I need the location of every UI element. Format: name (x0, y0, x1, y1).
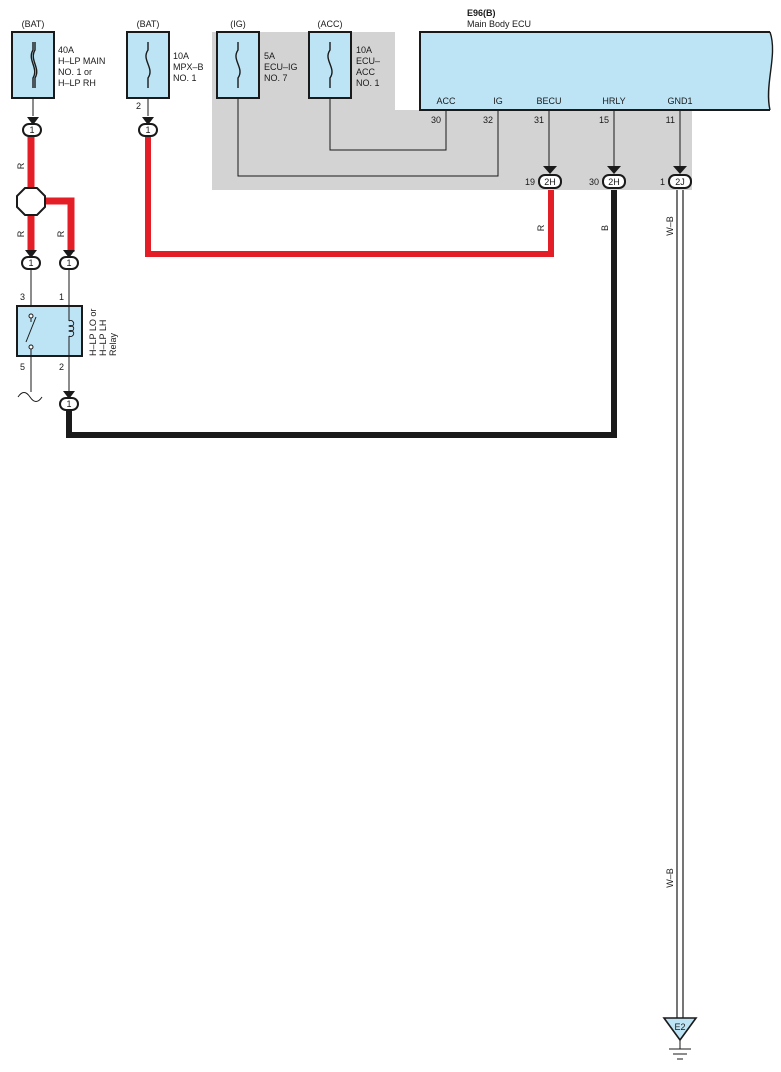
fuse-hlp-main-rating: 40A (58, 45, 74, 55)
relay-name-3: Relay (108, 332, 118, 356)
ecu-internal-wiring (237, 95, 681, 177)
wire-label-red: R (536, 224, 546, 231)
svg-text:19: 19 (525, 177, 535, 187)
fuse-mpx-b-name-2: NO. 1 (173, 73, 197, 83)
fuse-hlp-main-name-3: H–LP RH (58, 78, 96, 88)
junction-connectors (25, 117, 154, 399)
wire-label-white-black: W–B (665, 216, 675, 236)
svg-text:1: 1 (66, 258, 71, 268)
ecu-code: E96(B) (467, 8, 496, 18)
relay-name-2: H–LP LH (98, 320, 108, 356)
svg-text:2J: 2J (675, 177, 685, 187)
relay-pin-1: 1 (59, 292, 64, 302)
svg-text:2H: 2H (544, 177, 556, 187)
ecu-terminal-hrly: HRLY (602, 96, 625, 106)
svg-text:1: 1 (29, 125, 34, 135)
ecu-terminal-gnd1: GND1 (667, 96, 692, 106)
main-body-ecu: E96(B) Main Body ECU ACC IG BECU HRLY GN… (419, 8, 774, 125)
fuse-ecu-acc-source: (ACC) (318, 19, 343, 29)
ecu-pin-gnd1: 11 (666, 115, 675, 125)
relay-pin-2: 2 (59, 362, 64, 372)
junction-tab: 1 (138, 123, 158, 137)
fuse-ecu-acc-name-1: ECU– (356, 56, 380, 66)
fuse-mpx-b-source: (BAT) (137, 19, 160, 29)
svg-text:1: 1 (66, 399, 71, 409)
fuse-ecu-acc-name-2: ACC (356, 67, 376, 77)
black-wire (66, 190, 617, 438)
ground-e2: E2 (662, 1017, 698, 1060)
ecu-break-mark (767, 31, 774, 111)
relay-pin-3: 3 (20, 292, 25, 302)
fuse-ecu-acc: (ACC) 10A ECU– ACC NO. 1 (308, 19, 380, 99)
ecu-connector-hrly: 2H 30 (589, 174, 626, 189)
fuse-ecu-acc-name-3: NO. 1 (356, 78, 380, 88)
relay-name-1: H–LP LO or (88, 309, 98, 356)
junction-tab: 1 (22, 123, 42, 137)
fuse-ecu-acc-rating: 10A (356, 45, 372, 55)
fuse-ecu-ig-source: (IG) (230, 19, 246, 29)
ecu-name: Main Body ECU (467, 19, 531, 29)
junction-tab: 1 (59, 397, 79, 411)
ecu-terminal-acc: ACC (436, 96, 456, 106)
fuse-mpx-b: (BAT) 10A MPX–B NO. 1 2 (126, 19, 204, 111)
svg-text:1: 1 (145, 125, 150, 135)
ecu-body (419, 31, 770, 111)
wire-label-white-black: W–B (665, 868, 675, 888)
wire-label-red: R (16, 230, 26, 237)
junction-tab: 1 (59, 256, 79, 270)
splice-point (16, 187, 46, 216)
fuse-ecu-ig-rating: 5A (264, 51, 275, 61)
fuse-ecu-ig-name-2: NO. 7 (264, 73, 288, 83)
fuse-mpx-b-rating: 10A (173, 51, 189, 61)
fuse-mpx-b-name-1: MPX–B (173, 62, 204, 72)
fuse-ecu-ig: (IG) 5A ECU–IG NO. 7 (216, 19, 298, 99)
ecu-pin-hrly: 15 (599, 115, 609, 125)
fuse-hlp-main-name-1: H–LP MAIN (58, 56, 105, 66)
ecu-pin-ig: 32 (483, 115, 493, 125)
fuse-hlp-main-source: (BAT) (22, 19, 45, 29)
ecu-pin-acc: 30 (431, 115, 441, 125)
fuse-hlp-main: (BAT) 40A H–LP MAIN NO. 1 or H–LP RH (11, 19, 105, 99)
wire-label-red: R (56, 230, 66, 237)
ecu-terminal-becu: BECU (536, 96, 561, 106)
ground-label: E2 (674, 1022, 685, 1032)
ecu-terminal-ig: IG (493, 96, 503, 106)
ecu-pin-becu: 31 (534, 115, 544, 125)
ecu-connector-becu: 2H 19 (525, 174, 562, 189)
ecu-connector-gnd1: 2J 1 (660, 174, 692, 189)
svg-text:30: 30 (589, 177, 599, 187)
fuse-ecu-ig-name-1: ECU–IG (264, 62, 298, 72)
svg-text:2H: 2H (608, 177, 620, 187)
red-wires (27, 136, 554, 257)
headlamp-relay: 3 1 5 2 H–LP LO or H–LP LH Relay (16, 269, 118, 402)
relay-pin-5: 5 (20, 362, 25, 372)
white-black-wire (676, 190, 684, 1018)
wire-label-black: B (600, 225, 610, 231)
fuse-mpx-b-pin: 2 (136, 101, 141, 111)
junction-tab: 1 (21, 256, 41, 270)
svg-text:1: 1 (660, 177, 665, 187)
svg-text:1: 1 (28, 258, 33, 268)
fuse-hlp-main-name-2: NO. 1 or (58, 67, 92, 77)
ecu-connectors (543, 166, 687, 174)
wire-label-red: R (16, 162, 26, 169)
